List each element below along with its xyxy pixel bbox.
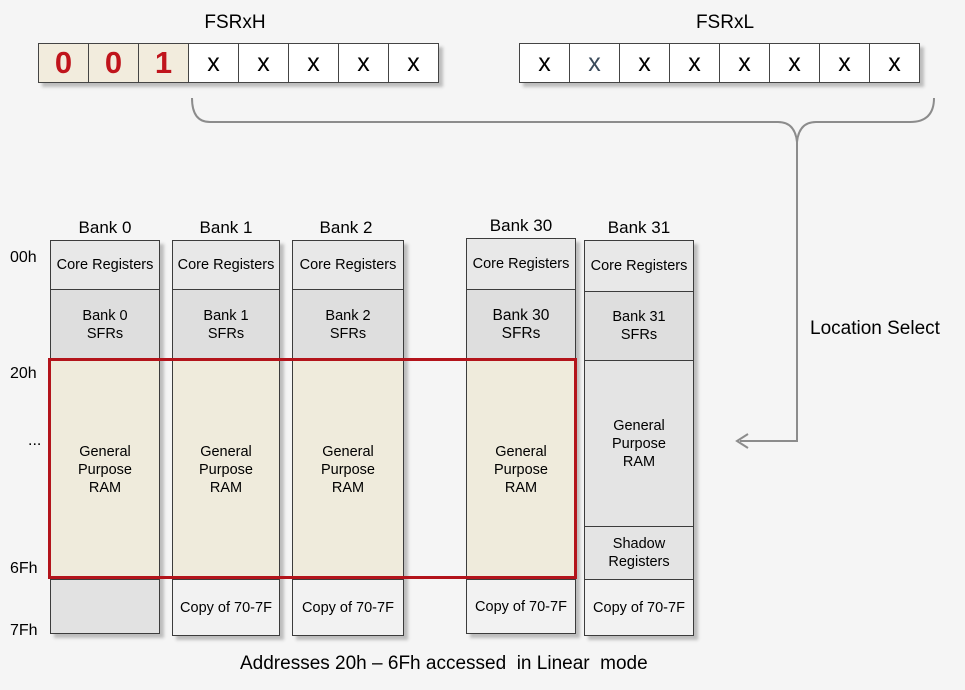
address-label: ... (28, 432, 42, 449)
bank-31: Core Registers Bank 31 SFRs General Purp… (584, 240, 694, 636)
bank-sfrs: Bank 2 SFRs (292, 289, 404, 361)
bank-bottom-block (50, 579, 160, 634)
bank-sfrs: Bank 0 SFRs (50, 289, 160, 361)
fsrxl-bit: x (719, 43, 770, 83)
fsrxl-bit: x (819, 43, 870, 83)
fsrxh-bit: x (238, 43, 289, 83)
bank-name: Bank 0 (78, 218, 132, 237)
core-registers: Core Registers (172, 240, 280, 290)
fsrxl-register: x x x x x x x x (519, 43, 920, 83)
core-registers: Core Registers (584, 240, 694, 292)
copy-70-7f: Copy of 70-7F (584, 579, 694, 636)
fsrxl-bit: x (519, 43, 570, 83)
core-registers: Core Registers (466, 238, 576, 290)
bank-name: Bank 30 (489, 216, 553, 235)
general-purpose-ram: General Purpose RAM (584, 360, 694, 527)
fsrxl-bit: x (769, 43, 820, 83)
fsrxh-bit: x (288, 43, 339, 83)
general-purpose-ram: General Purpose RAM (466, 360, 576, 580)
bank-30: Core Registers Bank 30 SFRs General Purp… (466, 238, 576, 634)
address-label: 6Fh (10, 560, 38, 577)
fsrxh-register: 0 0 1 x x x x x (38, 43, 439, 83)
location-select-label: Location Select (810, 318, 940, 339)
core-registers: Core Registers (50, 240, 160, 290)
copy-70-7f: Copy of 70-7F (172, 579, 280, 636)
fsrxh-bit: x (388, 43, 439, 83)
fsrxl-bit: x (869, 43, 920, 83)
linear-region-highlight (48, 358, 577, 579)
bank-2: Core Registers Bank 2 SFRs General Purpo… (292, 240, 404, 636)
bank-name: Bank 1 (199, 218, 253, 237)
fsrxh-bit: 0 (38, 43, 89, 83)
address-label: 7Fh (10, 622, 38, 639)
bank-name: Bank 31 (607, 218, 671, 237)
core-registers: Core Registers (292, 240, 404, 290)
fsrxh-bit: x (188, 43, 239, 83)
address-label: 20h (10, 365, 37, 382)
copy-70-7f: Copy of 70-7F (466, 579, 576, 634)
fsrxl-bit: x (569, 43, 620, 83)
bank-sfrs: Bank 1 SFRs (172, 289, 280, 361)
bank-name: Bank 2 (319, 218, 373, 237)
fsrxh-bit: x (338, 43, 389, 83)
fsrxl-bit: x (669, 43, 720, 83)
bank-sfrs: Bank 30 SFRs (466, 289, 576, 361)
general-purpose-ram: General Purpose RAM (292, 360, 404, 580)
shadow-registers: Shadow Registers (584, 526, 694, 580)
address-label: 00h (10, 249, 37, 266)
fsrxl-title: FSRxL (695, 12, 755, 33)
caption: Addresses 20h – 6Fh accessed in Linear m… (240, 653, 648, 674)
fsrxl-bit: x (619, 43, 670, 83)
bank-1: Core Registers Bank 1 SFRs General Purpo… (172, 240, 280, 636)
copy-70-7f: Copy of 70-7F (292, 579, 404, 636)
bank-sfrs: Bank 31 SFRs (584, 291, 694, 361)
fsrxh-bit: 1 (138, 43, 189, 83)
fsrxh-title: FSRxH (204, 12, 266, 33)
